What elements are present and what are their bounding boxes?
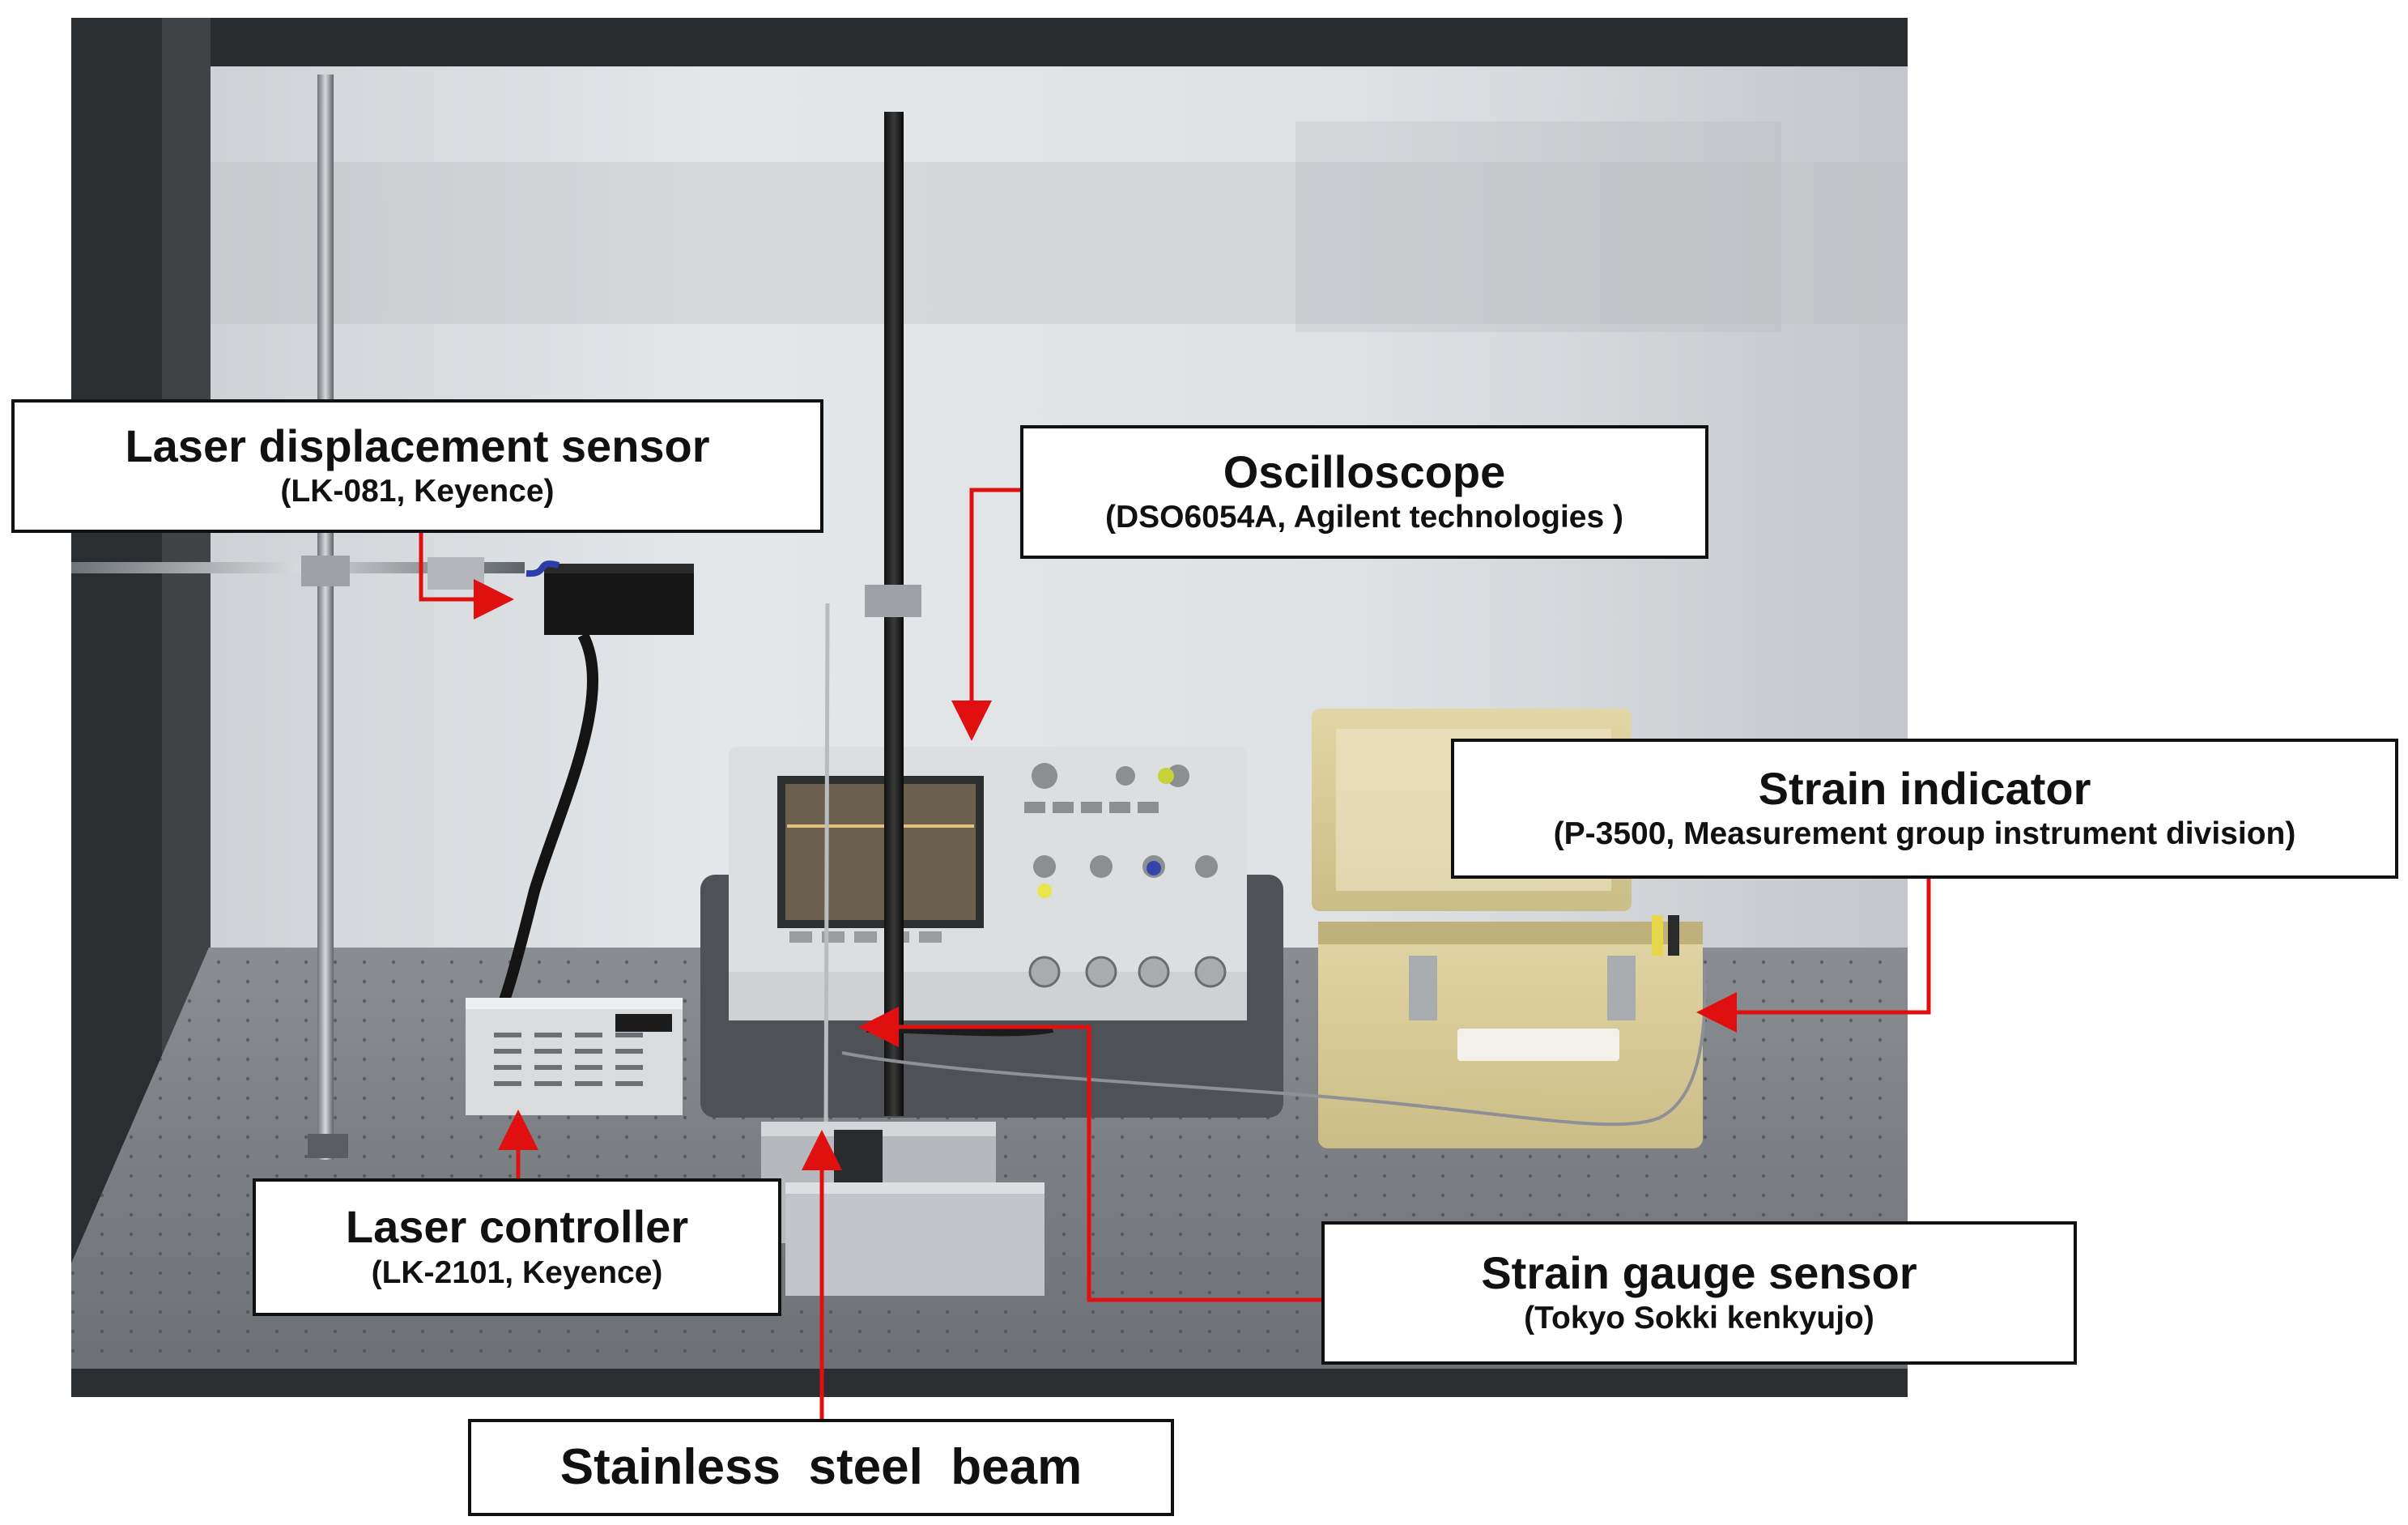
leader-oscilloscope — [951, 488, 1020, 741]
label-stainless-steel-beam: Stainless steel beam — [468, 1419, 1174, 1516]
label-strain-gauge-detail: (Tokyo Sokki kenkyujo) — [1524, 1301, 1874, 1336]
gauge-wire — [841, 963, 1707, 1127]
label-oscilloscope: Oscilloscope (DSO6054A, Agilent technolo… — [1020, 425, 1708, 559]
photograph — [71, 18, 1908, 1397]
leader-lines — [419, 488, 1931, 1419]
leader-strain-indicator — [1696, 879, 1931, 1033]
label-strain-indicator-title: Strain indicator — [1758, 762, 2091, 814]
label-oscilloscope-title: Oscilloscope — [1223, 445, 1506, 497]
leader-laser-sensor — [419, 526, 514, 620]
label-strain-indicator-detail: (P-3500, Measurement group instrument di… — [1553, 816, 2296, 852]
label-laser-sensor-title: Laser displacement sensor — [125, 420, 710, 471]
label-laser-controller-detail: (LK-2101, Keyence) — [371, 1255, 663, 1290]
oscilloscope-device — [700, 747, 1283, 1118]
label-laser-controller: Laser controller (LK-2101, Keyence) — [253, 1178, 781, 1316]
label-beam-title: Stainless steel beam — [559, 1439, 1083, 1496]
laser-controller-unit — [466, 998, 683, 1115]
label-laser-controller-title: Laser controller — [345, 1201, 689, 1253]
beam-clamp-block — [761, 1122, 1044, 1296]
label-strain-gauge-title: Strain gauge sensor — [1481, 1246, 1917, 1298]
label-strain-gauge-sensor: Strain gauge sensor (Tokyo Sokki kenkyuj… — [1321, 1221, 2077, 1365]
label-strain-indicator: Strain indicator (P-3500, Measurement gr… — [1451, 739, 2398, 879]
stainless-beam — [823, 603, 830, 1135]
label-laser-displacement-sensor: Laser displacement sensor (LK-081, Keyen… — [11, 399, 823, 533]
left-stand-rod — [317, 75, 334, 1160]
label-laser-sensor-detail: (LK-081, Keyence) — [280, 474, 555, 509]
label-oscilloscope-detail: (DSO6054A, Agilent technologies ) — [1105, 500, 1623, 535]
leader-strain-gauge — [858, 1007, 1321, 1302]
